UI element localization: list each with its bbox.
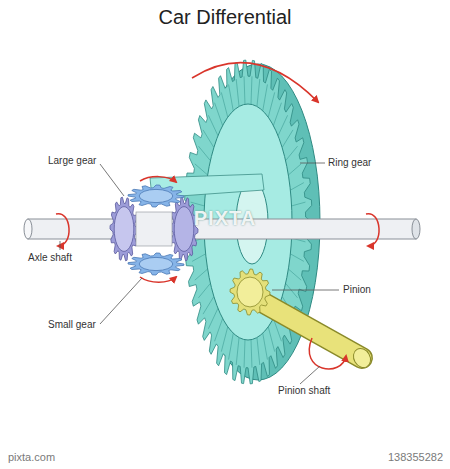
- leader-lines: [60, 163, 339, 384]
- tooth-line: [263, 333, 268, 359]
- tooth-line: [236, 79, 239, 106]
- watermark: pixta.com: [8, 451, 55, 464]
- axle-inner: [136, 212, 172, 246]
- part-label: Pinion: [343, 284, 371, 296]
- tooth-line: [268, 92, 274, 117]
- tooth-line: [286, 283, 298, 298]
- title: Car Differential: [158, 6, 291, 29]
- gear-face: [174, 207, 194, 252]
- tooth-line: [251, 76, 253, 104]
- tooth-line: [273, 103, 281, 126]
- watermark: 138355282: [388, 451, 443, 464]
- tooth-line: [282, 130, 293, 148]
- tooth-line: [203, 130, 214, 148]
- rotation-arrows: [56, 63, 379, 369]
- part-label: Ring gear: [328, 157, 371, 169]
- tooth-line: [215, 318, 223, 341]
- tooth-line: [288, 164, 301, 175]
- pinion-gear-figure: [230, 269, 270, 315]
- tooth-line: [288, 269, 301, 280]
- tooth-line: [268, 327, 274, 352]
- part-label: Pinion shaft: [278, 385, 330, 397]
- tooth-line: [198, 146, 210, 161]
- gear-set-figure: [110, 174, 264, 275]
- tooth-line: [203, 296, 214, 314]
- gear-face: [114, 207, 134, 252]
- gear-teeth: [110, 197, 138, 261]
- part-label: Axle shaft: [28, 252, 72, 264]
- part-label: Small gear: [48, 319, 96, 331]
- part-label: Large gear: [48, 155, 96, 167]
- tooth-line: [195, 164, 208, 175]
- tooth-line: [229, 84, 234, 110]
- pinion-figure: [262, 302, 374, 371]
- tooth-line: [290, 183, 303, 191]
- tooth-line: [244, 76, 246, 104]
- tooth-line: [292, 202, 306, 206]
- tooth-line: [192, 254, 205, 262]
- gear-teeth: [128, 253, 184, 275]
- tooth-line: [195, 269, 208, 280]
- tooth-line: [221, 327, 227, 352]
- tooth-line: [208, 115, 218, 135]
- gear-face: [237, 277, 263, 307]
- tooth-line: [198, 283, 210, 298]
- tooth-line: [229, 333, 234, 359]
- gear-teeth: [128, 185, 184, 207]
- tooth-line: [278, 115, 288, 135]
- watermark: PIXTA: [194, 207, 256, 230]
- gear-teeth: [230, 269, 270, 315]
- tooth-line: [208, 308, 218, 328]
- tooth-line: [290, 254, 303, 262]
- gear-face: [139, 189, 173, 202]
- tooth-line: [257, 79, 260, 106]
- tooth-line: [244, 340, 246, 368]
- tooth-line: [263, 84, 268, 110]
- tooth-line: [215, 103, 223, 126]
- tooth-line: [251, 340, 253, 368]
- gear-face: [139, 257, 173, 270]
- tooth-line: [221, 92, 227, 117]
- tooth-line: [257, 338, 260, 365]
- tooth-line: [286, 146, 298, 161]
- tooth-line: [236, 338, 239, 365]
